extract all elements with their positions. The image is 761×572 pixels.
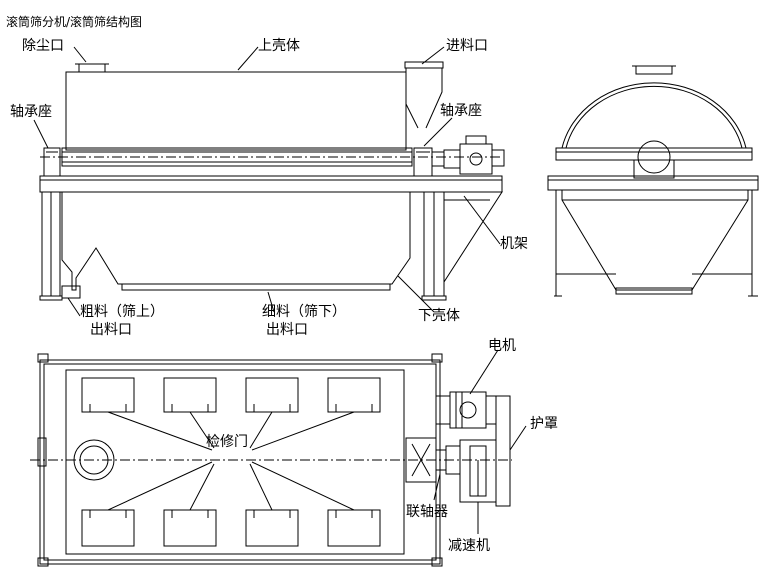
frame-leg-right <box>421 191 503 301</box>
label-frame: 机架 <box>500 236 528 252</box>
end-view <box>547 65 759 297</box>
label-feed-inlet: 进料口 <box>446 38 488 54</box>
diagram-title: 滚筒筛分机/滚筒筛结构图 <box>6 15 143 29</box>
plan-frame <box>39 359 441 565</box>
label-fine-line1: 细料（筛下） <box>262 304 346 320</box>
inspection-door-leaders <box>107 411 355 511</box>
side-view <box>39 61 505 301</box>
label-coarse-line1: 粗料（筛上） <box>80 304 164 320</box>
label-upper-shell: 上壳体 <box>258 38 300 54</box>
label-reducer: 减速机 <box>448 538 490 554</box>
label-motor: 电机 <box>488 338 516 354</box>
label-coupling: 联轴器 <box>406 504 448 520</box>
feed-inlet <box>404 61 444 129</box>
label-guard: 护罩 <box>530 416 558 432</box>
inspection-doors-top <box>81 377 381 413</box>
label-dust-outlet: 除尘口 <box>22 38 64 54</box>
plan-reducer <box>459 439 497 503</box>
label-bearing-seat-left: 轴承座 <box>10 104 52 120</box>
label-bearing-seat-right: 轴承座 <box>440 103 482 119</box>
dust-outlet <box>75 63 109 73</box>
lower-shell <box>61 192 411 291</box>
coarse-outlet <box>61 285 81 299</box>
label-fine-line2: 出料口 <box>266 322 308 338</box>
label-inspection-door: 检修门 <box>206 434 248 450</box>
bearing-seat-right <box>413 147 433 177</box>
plan-view <box>30 353 512 567</box>
upper-shell <box>65 71 407 151</box>
frame-leg-left <box>39 191 63 301</box>
bearing-seat-left <box>43 147 61 177</box>
label-lower-shell: 下壳体 <box>418 308 460 324</box>
end-view-flange <box>555 147 753 161</box>
plan-motor <box>435 391 497 429</box>
end-view-dome <box>561 82 747 149</box>
plan-dust-outlet <box>73 439 115 481</box>
inspection-doors-bottom <box>81 509 381 547</box>
frame-beam <box>39 175 503 193</box>
label-coarse-line2: 出料口 <box>90 322 132 338</box>
end-view-beam <box>547 175 759 191</box>
end-view-hopper <box>561 190 749 291</box>
plan-guard <box>495 395 511 507</box>
drive-unit-side <box>431 135 505 175</box>
leader-lines <box>33 46 527 534</box>
